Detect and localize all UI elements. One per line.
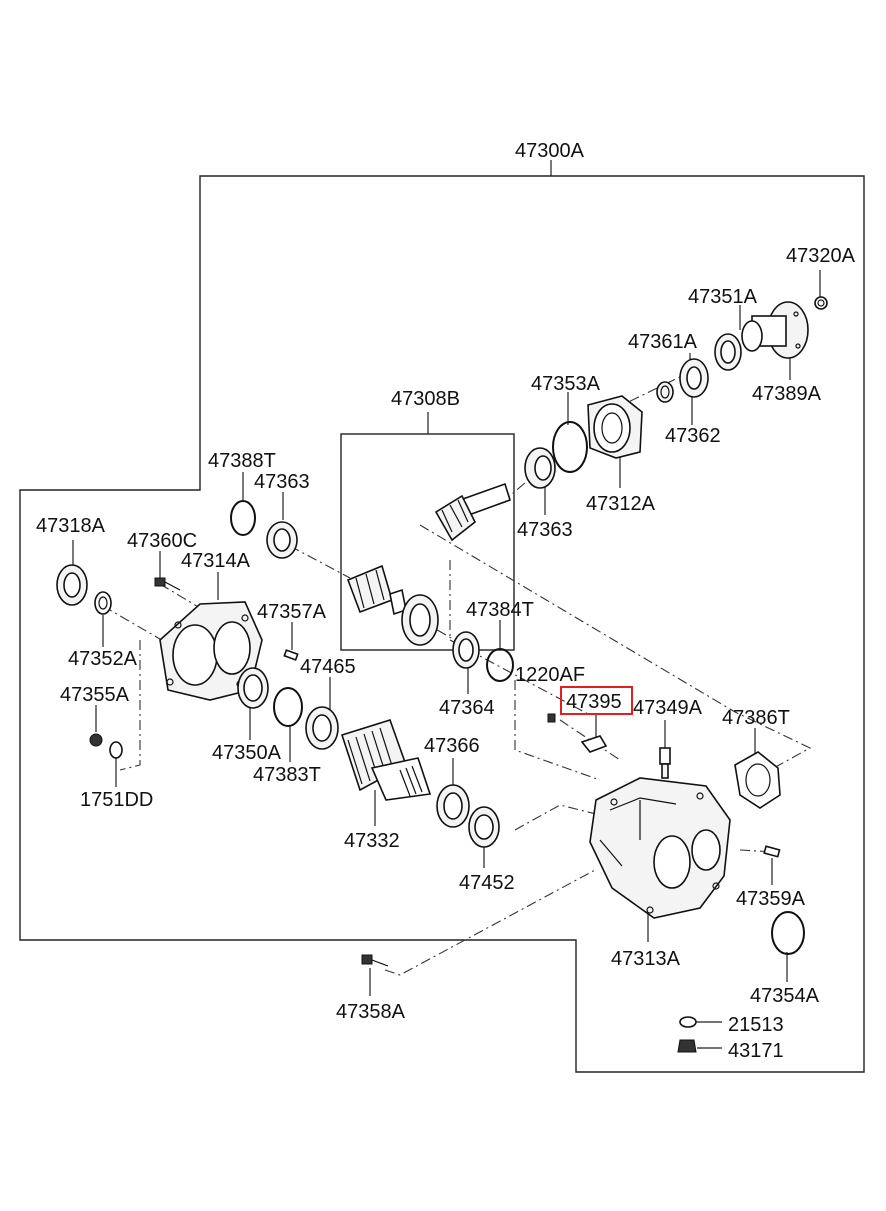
part-47332-gear-shaft <box>340 719 432 801</box>
label-47395[interactable]: 47395 <box>566 691 622 713</box>
part-47384T-ring <box>486 648 514 682</box>
label-1751DD[interactable]: 1751DD <box>80 789 153 811</box>
label-47308B[interactable]: 47308B <box>391 388 460 410</box>
part-47313A-case <box>589 777 731 919</box>
part-47350A-seal <box>237 667 269 709</box>
label-47383T[interactable]: 47383T <box>253 764 321 786</box>
part-47320A <box>814 296 828 310</box>
part-47318A-seal <box>56 564 88 606</box>
part-47363-bearing-left <box>266 521 298 559</box>
part-labels: 47300A 47320A 47351A 47361A 47389A 47353… <box>36 140 856 1062</box>
part-47349A-breather <box>659 747 671 779</box>
label-47313A[interactable]: 47313A <box>611 948 681 970</box>
part-47465-bearing <box>305 706 339 750</box>
label-47354A[interactable]: 47354A <box>750 985 820 1007</box>
part-47366-bearing <box>436 784 470 828</box>
part-47351A-seal <box>714 333 742 371</box>
part-47452-seal <box>468 806 500 848</box>
label-47349A[interactable]: 47349A <box>633 697 703 719</box>
highlight-box <box>560 686 633 715</box>
part-47308B-gear-shaft <box>346 482 511 646</box>
label-47452[interactable]: 47452 <box>459 872 515 894</box>
label-47358A[interactable]: 47358A <box>336 1001 406 1023</box>
part-47361A-spacer <box>656 381 674 403</box>
label-21513[interactable]: 21513 <box>728 1014 784 1036</box>
label-47364[interactable]: 47364 <box>439 697 495 719</box>
label-47360C[interactable]: 47360C <box>127 530 197 552</box>
label-47350A[interactable]: 47350A <box>212 742 282 764</box>
part-1751DD-washer <box>109 741 123 759</box>
part-47364-bearing <box>452 631 480 669</box>
label-47361A[interactable]: 47361A <box>628 331 698 353</box>
part-47358A-bolt <box>361 954 389 967</box>
label-47384T[interactable]: 47384T <box>466 599 534 621</box>
part-47312A-housing <box>587 395 643 459</box>
label-47312A[interactable]: 47312A <box>586 493 656 515</box>
label-47386T[interactable]: 47386T <box>722 707 790 729</box>
label-47389A[interactable]: 47389A <box>752 383 822 405</box>
label-47363-upper[interactable]: 47363 <box>254 471 310 493</box>
part-47314A-cover <box>159 601 263 701</box>
part-47363-bearing-right <box>524 447 556 489</box>
label-47314A[interactable]: 47314A <box>181 550 251 572</box>
label-47465[interactable]: 47465 <box>300 656 356 678</box>
part-47395-bracket <box>580 735 608 753</box>
label-47351A[interactable]: 47351A <box>688 286 758 308</box>
part-47352A-ring <box>94 591 112 615</box>
part-47388T-ring <box>230 500 256 536</box>
label-1220AF[interactable]: 1220AF <box>515 664 585 686</box>
part-47383T-ring <box>273 687 303 727</box>
label-47388T[interactable]: 47388T <box>208 450 276 472</box>
part-21513-washer <box>679 1016 697 1028</box>
assembly-frame <box>19 175 865 1073</box>
label-47353A[interactable]: 47353A <box>531 373 601 395</box>
part-47360C-bolt <box>154 577 181 591</box>
part-47386T-gasket <box>734 751 781 809</box>
part-47357A-pin <box>283 649 299 661</box>
part-47362-bearing <box>679 358 709 398</box>
label-47320A[interactable]: 47320A <box>786 245 856 267</box>
part-1220AF-bolt <box>547 713 556 723</box>
label-47332[interactable]: 47332 <box>344 830 400 852</box>
label-47355A[interactable]: 47355A <box>60 684 130 706</box>
part-43171-plug <box>677 1039 697 1053</box>
label-47357A[interactable]: 47357A <box>257 601 327 623</box>
part-47389A-flange <box>741 301 809 359</box>
label-47363-right[interactable]: 47363 <box>517 519 573 541</box>
label-43171[interactable]: 43171 <box>728 1040 784 1062</box>
label-47300A[interactable]: 47300A <box>515 140 585 162</box>
label-47359A[interactable]: 47359A <box>736 888 806 910</box>
part-47355A-plug <box>89 733 103 747</box>
part-47353A-oring <box>552 421 588 473</box>
label-47362[interactable]: 47362 <box>665 425 721 447</box>
label-47318A[interactable]: 47318A <box>36 515 106 537</box>
label-47352A[interactable]: 47352A <box>68 648 138 670</box>
part-47359A-pin <box>763 845 781 858</box>
label-47366[interactable]: 47366 <box>424 735 480 757</box>
part-47354A-oring <box>771 911 805 955</box>
